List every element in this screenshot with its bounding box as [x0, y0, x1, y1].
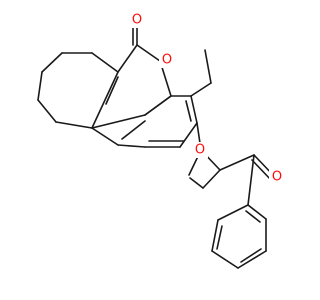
ether-oxygen-label: O	[195, 143, 205, 158]
phenyl-ring	[211, 154, 267, 269]
molecule-svg: O O O O	[37, 12, 285, 269]
ketone-oxygen-label: O	[272, 170, 282, 185]
coumarin-benzene-ring	[91, 95, 198, 148]
atom-labels: O O O O	[129, 12, 285, 185]
ring-oxygen-label: O	[162, 53, 172, 68]
cycloheptane-ring	[37, 52, 119, 129]
methyl-group	[190, 49, 212, 97]
carbonyl-oxygen-label: O	[132, 13, 142, 28]
structure-diagram: O O O O	[37, 12, 285, 269]
lactone-ring	[91, 21, 172, 129]
